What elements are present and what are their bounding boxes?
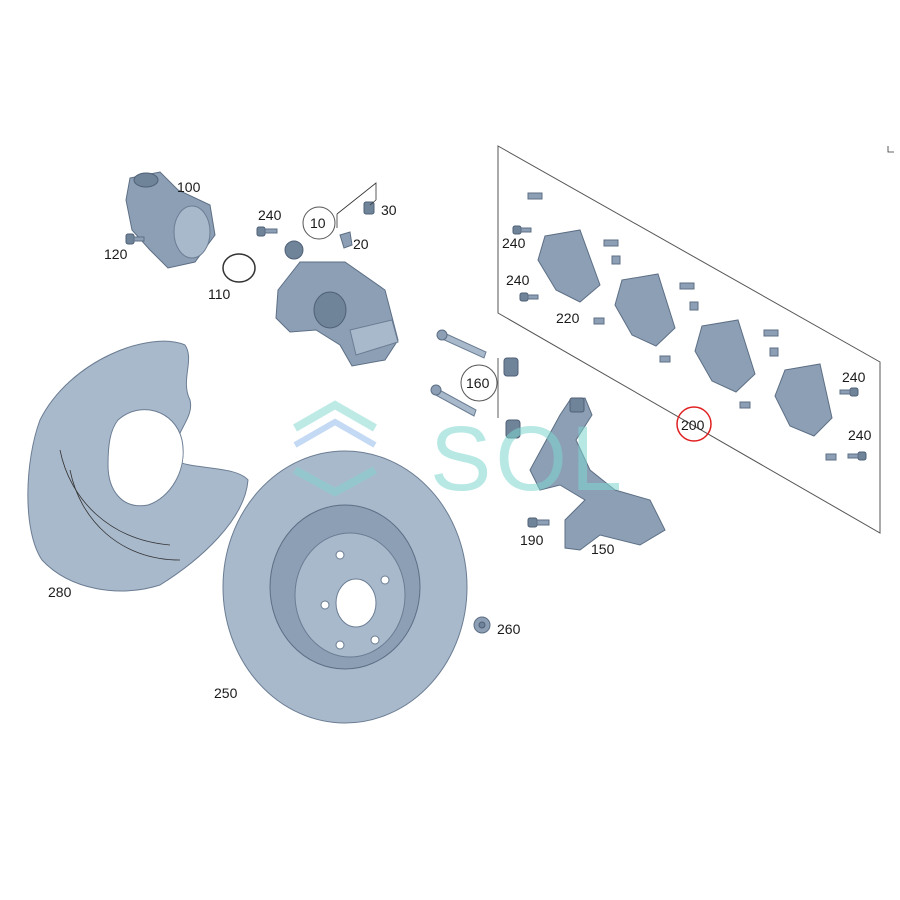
bolt-240-caliper[interactable] [256,226,278,237]
bracket-10-20-30 [336,182,377,228]
bolt-120[interactable] [125,233,145,245]
label-240-pad-right-bottom: 240 [848,427,872,443]
label-260: 260 [497,621,521,637]
pad-clips [527,192,837,461]
label-30: 30 [381,202,397,218]
label-240-pad-top: 240 [502,235,526,251]
bleed-screw[interactable] [339,231,353,249]
callout-circle-200 [676,406,712,442]
callout-circle-160 [460,364,498,402]
brake-pad-3[interactable] [694,319,756,393]
pad-kit-panel [497,145,881,534]
brake-pad-4[interactable] [774,363,833,437]
guide-pins[interactable] [430,329,521,439]
brake-pad-2[interactable] [614,273,676,347]
label-150: 150 [591,541,615,557]
corner-mark [887,146,894,153]
parking-brake-motor[interactable] [125,171,216,269]
label-220: 220 [556,310,580,326]
brake-pad-1[interactable] [537,229,601,303]
label-100: 100 [177,179,201,195]
bolt-190[interactable] [527,517,550,528]
o-ring[interactable] [222,253,256,283]
pad-bolts[interactable] [512,225,867,461]
caliper-carrier[interactable] [529,397,666,551]
brake-caliper[interactable] [275,240,399,367]
label-20: 20 [353,236,369,252]
screw-260[interactable] [473,616,491,634]
label-200: 200 [681,417,705,433]
label-280: 280 [48,584,72,600]
dust-shield[interactable] [27,340,249,592]
label-190: 190 [520,532,544,548]
watermark-logo [293,400,377,497]
label-10: 10 [310,215,326,231]
brake-disc[interactable] [222,450,468,724]
callout-circle-10 [302,206,336,240]
label-240-caliper: 240 [258,207,282,223]
label-120: 120 [104,246,128,262]
bleed-cap[interactable] [363,201,375,215]
label-240-pad-mid: 240 [506,272,530,288]
label-160: 160 [466,375,490,391]
watermark-text: SOL [430,408,626,510]
label-110: 110 [208,286,231,302]
label-250: 250 [214,685,238,701]
label-240-pad-right-top: 240 [842,369,866,385]
